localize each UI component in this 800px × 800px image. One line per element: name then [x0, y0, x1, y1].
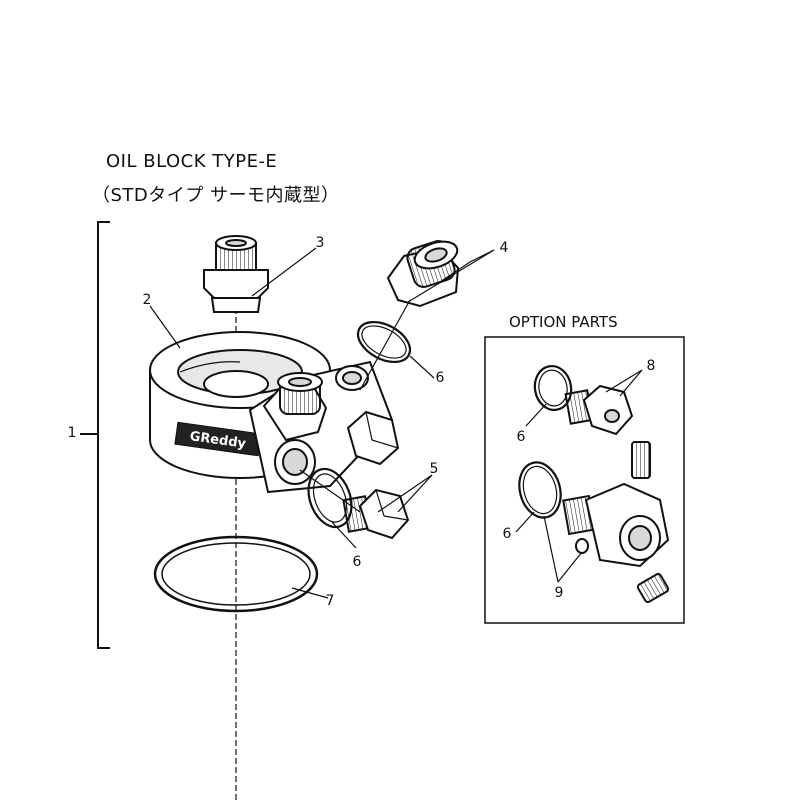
leader-lines — [149, 247, 643, 599]
callout-8: 8 — [646, 358, 656, 374]
option-sensor-top — [631, 441, 651, 479]
option-o-ring-lower — [518, 461, 562, 519]
part-4-fitting — [386, 240, 460, 308]
callout-6-option-upper: 6 — [516, 429, 526, 445]
side-plug — [346, 410, 400, 466]
part-7-large-o-ring — [153, 535, 319, 613]
option-parts-box — [484, 336, 685, 624]
part-3-fitting — [203, 235, 269, 313]
callout-6-option-lower: 6 — [502, 526, 512, 542]
assembly-bracket — [80, 221, 110, 649]
callout-6-upper: 6 — [435, 370, 445, 386]
callout-9: 9 — [554, 585, 564, 601]
option-parts-label: OPTION PARTS — [509, 313, 618, 331]
option-o-ring-upper — [533, 365, 573, 411]
option-part-8-plug — [564, 384, 634, 436]
callout-1: 1 — [67, 425, 77, 441]
block-top-fitting — [262, 372, 328, 442]
part-6-o-ring-upper — [356, 320, 412, 364]
callout-6-lower: 6 — [352, 554, 362, 570]
option-sensor-bottom — [636, 572, 670, 604]
part-6-o-ring-lower — [307, 467, 353, 529]
callout-4: 4 — [499, 240, 509, 256]
diagram-subtitle: （STDタイプ サーモ内蔵型） — [92, 185, 340, 206]
option-part-9-adapter — [562, 482, 670, 568]
callout-5: 5 — [429, 461, 439, 477]
callout-3: 3 — [315, 235, 325, 251]
brand-plate: GReddy — [174, 421, 262, 457]
part-5-plug — [342, 488, 410, 540]
diagram-title: OIL BLOCK TYPE-E — [106, 151, 278, 172]
callout-2: 2 — [142, 292, 152, 308]
callout-7: 7 — [325, 593, 335, 609]
